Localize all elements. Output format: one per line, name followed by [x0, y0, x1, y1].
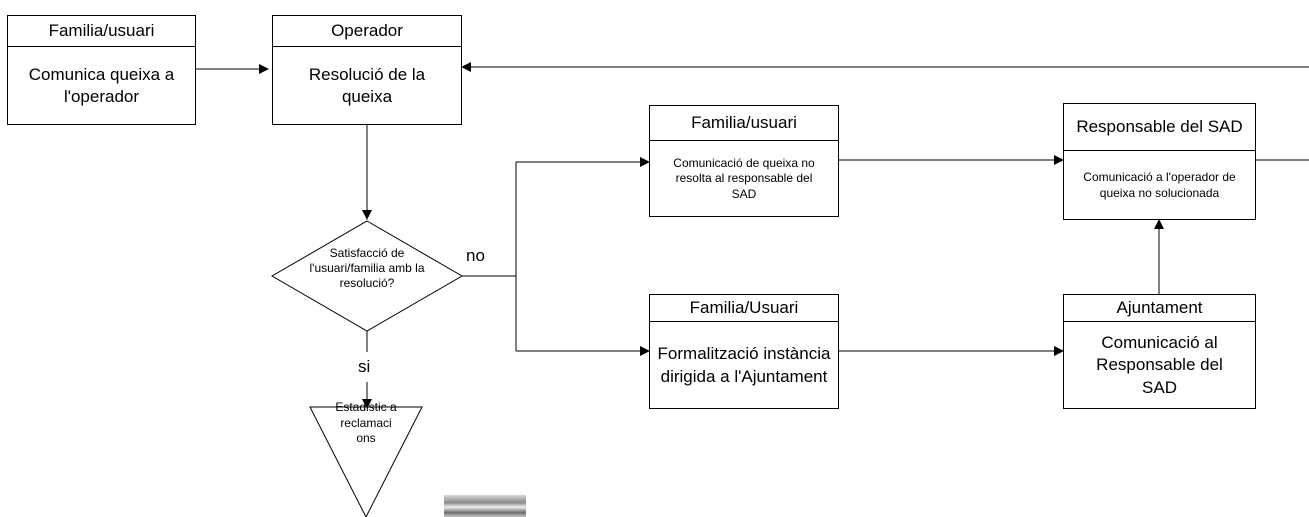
box-body: Comunicació de queixa no resolta al resp… [673, 155, 815, 201]
box-body: Formalització instància dirigida a l'Aju… [657, 344, 831, 386]
decision-text: Satisfacció de l'usuari/familia amb la r… [309, 246, 425, 290]
box-familia-usuari-2: Familia/usuari Comunicació de queixa no … [649, 105, 839, 217]
box-header: Familia/usuari [8, 16, 195, 47]
box-header: Familia/Usuari [650, 295, 838, 322]
box-body: Resolució de la queixa [308, 64, 426, 106]
box-operador: Operador Resolució de la queixa [272, 15, 462, 125]
box-familia-usuari-3: Familia/Usuari Formalització instància d… [649, 294, 839, 409]
decision-diamond [271, 220, 463, 332]
terminal-text: Estadistic a reclamaci ons [335, 400, 397, 446]
terminal-triangle [309, 406, 423, 517]
label-no: no [466, 246, 485, 265]
box-header: Familia/usuari [650, 106, 838, 141]
box-ajuntament: Ajuntament Comunicació al Responsable de… [1063, 294, 1256, 409]
decorative-image [444, 495, 526, 517]
label-si: si [358, 357, 371, 376]
box-body: Comunica queixa a l'operador [28, 64, 175, 106]
box-header: Operador [273, 16, 461, 47]
box-body: Comunicació al Responsable del SAD [1096, 333, 1223, 397]
box-header: Ajuntament [1064, 295, 1255, 322]
box-header: Responsable del SAD [1064, 104, 1255, 151]
box-familia-usuari-1: Familia/usuari Comunica queixa a l'opera… [7, 15, 196, 125]
box-responsable-sad: Responsable del SAD Comunicació a l'oper… [1063, 103, 1256, 220]
box-body: Comunicació a l'operador de queixa no so… [1083, 169, 1236, 200]
